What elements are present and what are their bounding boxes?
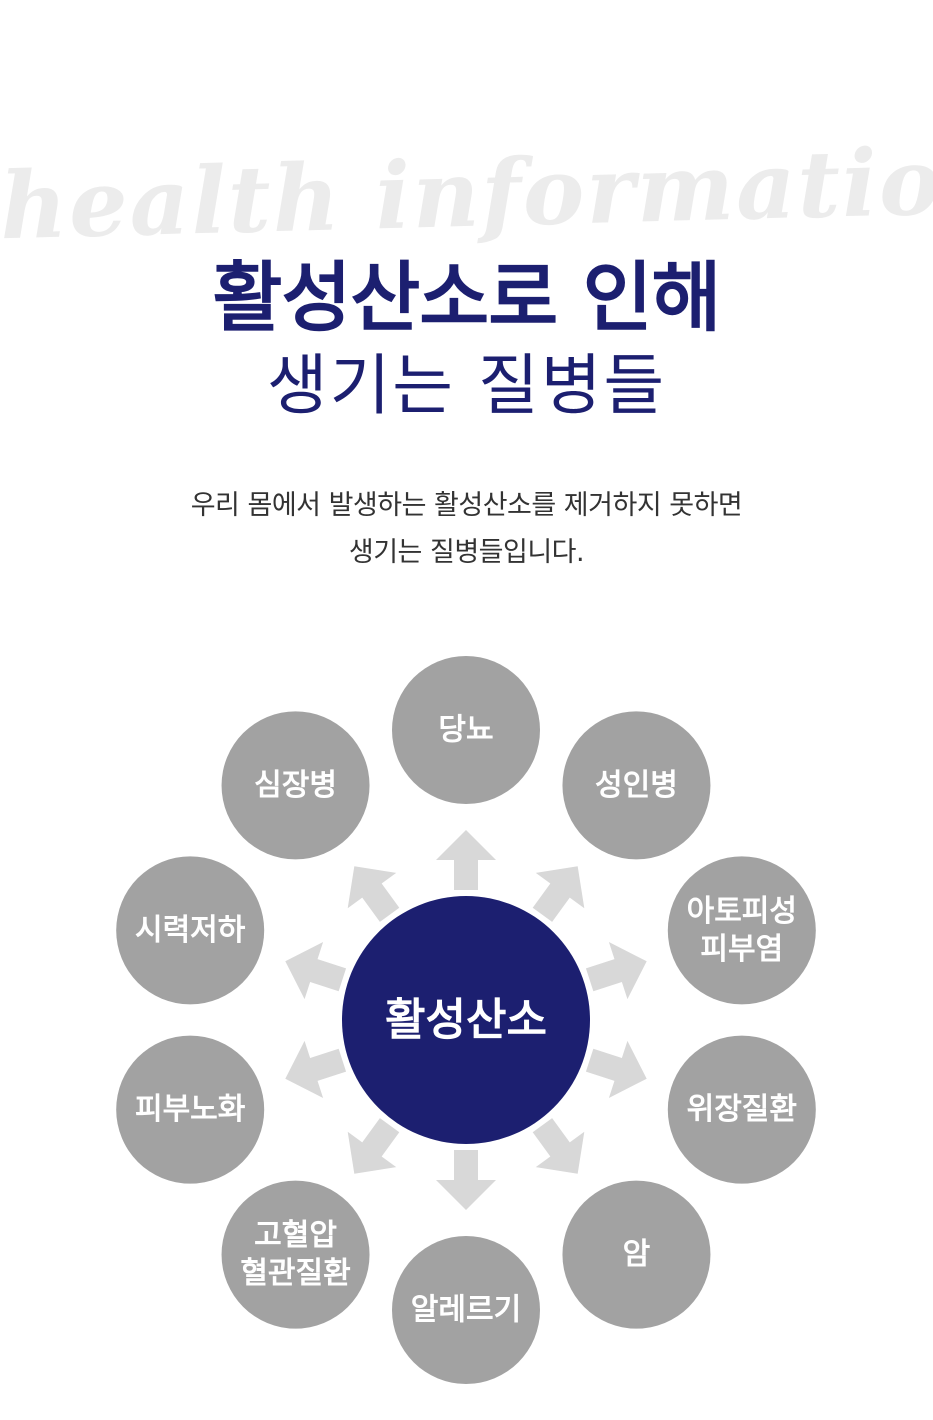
node-hypertension-vascular-disease-label-1: 고혈압 — [254, 1218, 337, 1253]
node-hypertension-vascular-disease-label-2: 혈관질환 — [240, 1256, 350, 1291]
arrow-to-skin-aging — [285, 1040, 347, 1098]
node-gastrointestinal-disease-label-1: 위장질환 — [687, 1092, 797, 1127]
arrow-to-adult-disease — [532, 866, 585, 922]
node-heart-disease-label-1: 심장병 — [254, 768, 337, 803]
center-node-label-1: 활성산소 — [385, 995, 547, 1046]
node-skin-aging — [116, 1035, 265, 1184]
node-hypertension-vascular-disease — [221, 1180, 370, 1329]
arrow-to-atopic-dermatitis — [585, 942, 647, 1000]
description-line-2: 생기는 질병들입니다. — [348, 537, 585, 568]
arrow-to-hypertension-vascular-disease — [347, 1118, 400, 1174]
arrow-to-heart-disease — [347, 866, 400, 922]
arrow-to-vision-loss — [285, 942, 347, 1000]
page-subtitle: 생기는 질병들 — [266, 347, 667, 424]
arrow-to-cancer — [532, 1118, 585, 1174]
node-heart-disease — [221, 711, 370, 860]
node-allergy — [392, 1236, 540, 1384]
node-cancer-label-1: 암 — [623, 1237, 651, 1272]
node-atopic-dermatitis-label-1: 아토피성 — [687, 894, 797, 929]
node-diabetes-label-1: 당뇨 — [438, 713, 493, 748]
node-vision-loss-label-1: 시력저하 — [135, 913, 246, 948]
node-adult-disease-label-1: 성인병 — [595, 768, 678, 803]
center-node-free-radicals — [342, 896, 590, 1144]
node-diabetes — [392, 656, 540, 804]
node-gastrointestinal-disease — [667, 1035, 816, 1184]
node-allergy-label-1: 알레르기 — [411, 1293, 521, 1328]
node-atopic-dermatitis — [667, 856, 816, 1005]
page-title: 활성산소로 인해 — [212, 253, 722, 342]
node-atopic-dermatitis-label-2: 피부염 — [700, 932, 783, 967]
node-skin-aging-label-1: 피부노화 — [135, 1092, 246, 1127]
arrow-to-gastrointestinal-disease — [585, 1040, 647, 1098]
arrow-to-diabetes — [436, 830, 496, 890]
node-cancer — [562, 1180, 711, 1329]
node-adult-disease — [562, 711, 711, 860]
description-line-1: 우리 몸에서 발생하는 활성산소를 제거하지 못하면 — [190, 490, 743, 521]
arrow-to-allergy — [436, 1150, 496, 1210]
node-vision-loss — [116, 856, 265, 1005]
